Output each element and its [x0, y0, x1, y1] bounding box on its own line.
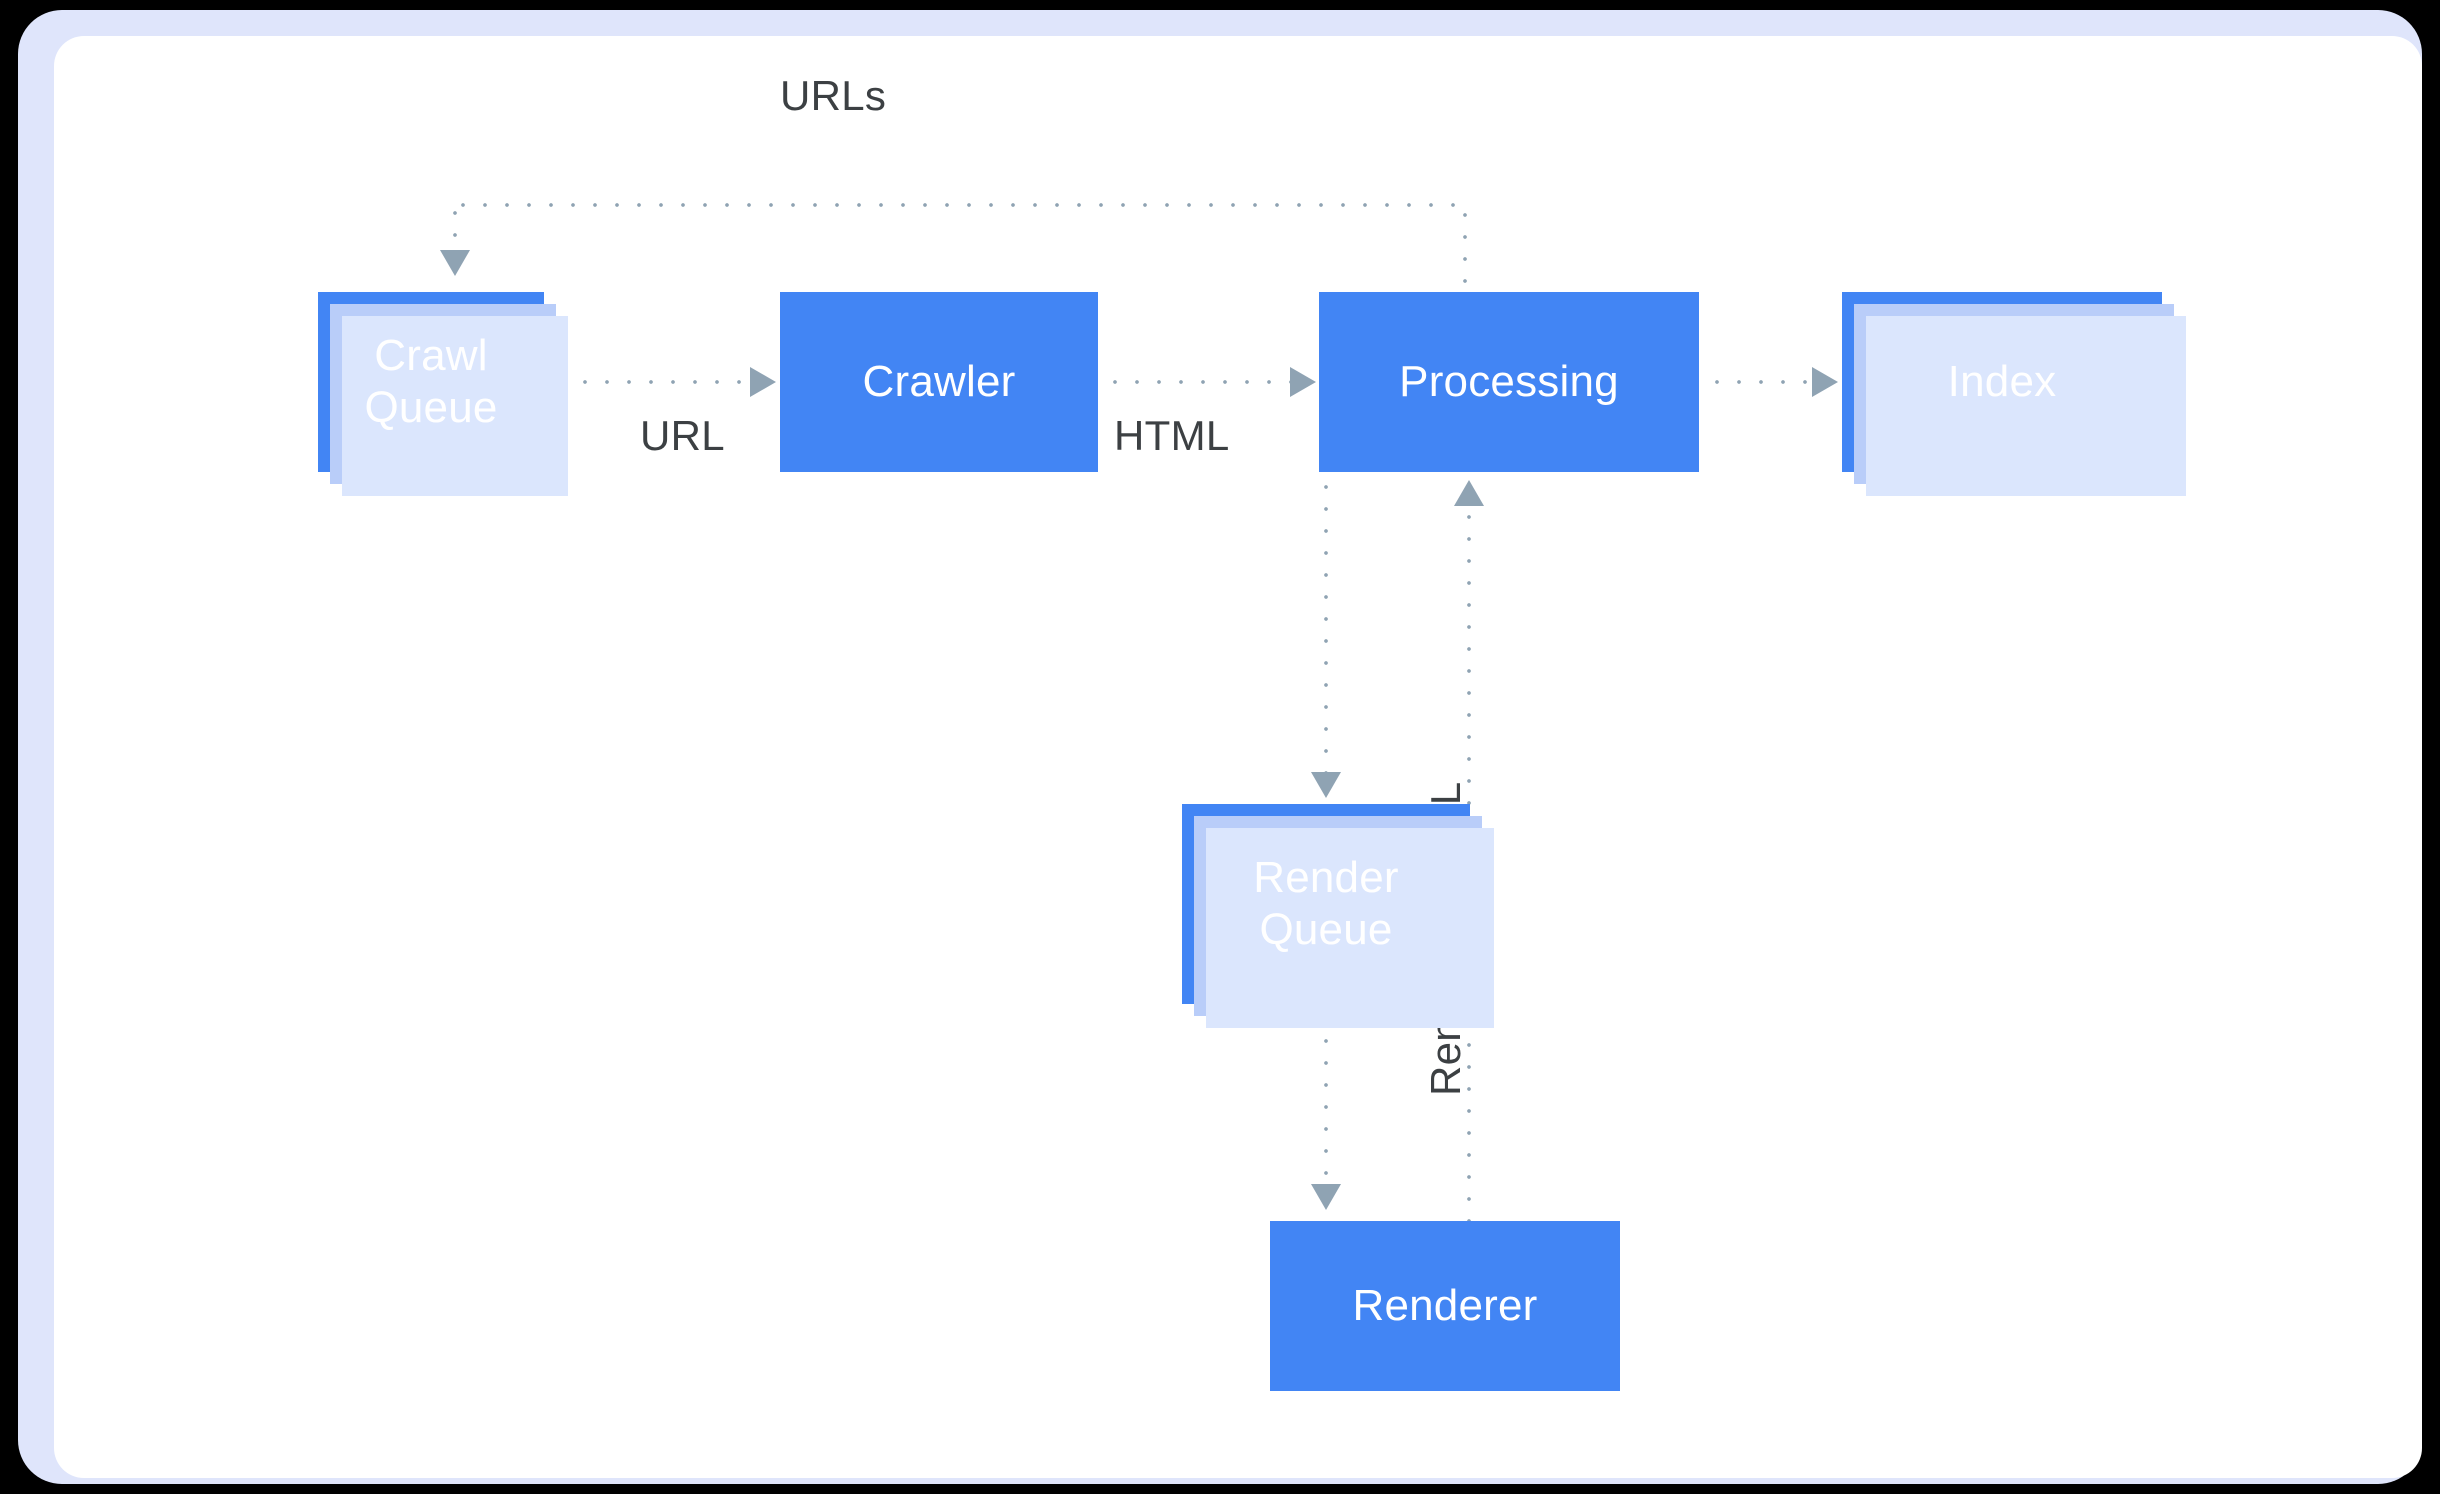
node-processing[interactable]: Processing	[1319, 292, 1699, 472]
node-crawler-label: Crawler	[862, 357, 1016, 407]
edge-processing-to-index-line	[1706, 379, 1816, 385]
node-render-queue-label: Render Queue	[1253, 852, 1399, 956]
edge-crawler-to-processing-arrowhead	[1290, 367, 1316, 397]
node-renderer-label: Renderer	[1352, 1281, 1538, 1331]
node-crawl-queue-label: Crawl Queue	[364, 330, 497, 434]
node-crawl-queue-label-line2: Queue	[364, 383, 498, 432]
edge-processing-to-crawl-queue-segment-up	[1462, 204, 1468, 296]
node-render-queue-label-line1: Render	[1253, 853, 1399, 903]
edge-label-url: URL	[640, 412, 725, 459]
diagram-outer-frame: URLs URL HTML Rendered HTML Crawl Queue …	[18, 10, 2422, 1484]
node-crawl-queue-label-line1: Crawl	[374, 331, 488, 381]
edge-crawl-queue-to-crawler-line	[574, 379, 752, 385]
node-index[interactable]: Index	[1842, 292, 2186, 496]
edge-processing-to-crawl-queue-arrowhead	[440, 250, 470, 276]
edge-processing-to-crawl-queue-segment-left	[452, 202, 1466, 208]
diagram-canvas: URLs URL HTML Rendered HTML Crawl Queue …	[54, 36, 2422, 1478]
node-render-queue-label-line2: Queue	[1259, 905, 1393, 954]
node-processing-label: Processing	[1399, 357, 1619, 407]
node-crawler[interactable]: Crawler	[780, 292, 1098, 472]
edge-processing-to-render-queue-line	[1323, 476, 1329, 776]
edge-renderer-to-processing-arrowhead	[1454, 480, 1484, 506]
edge-processing-to-index-arrowhead	[1812, 367, 1838, 397]
edge-crawl-queue-to-crawler-arrowhead	[750, 367, 776, 397]
edge-processing-to-render-queue-arrowhead	[1311, 772, 1341, 798]
edge-crawler-to-processing-line	[1104, 379, 1292, 385]
edge-processing-to-crawl-queue-segment-down	[452, 202, 458, 258]
edge-label-html: HTML	[1114, 412, 1230, 459]
node-render-queue[interactable]: Render Queue	[1182, 804, 1494, 1028]
edge-label-urls: URLs	[780, 72, 887, 119]
edge-render-queue-to-renderer-arrowhead	[1311, 1184, 1341, 1210]
edge-render-queue-to-renderer-line	[1323, 1008, 1329, 1188]
node-crawl-queue[interactable]: Crawl Queue	[318, 292, 568, 496]
node-index-label: Index	[1947, 357, 2057, 407]
node-renderer[interactable]: Renderer	[1270, 1221, 1620, 1391]
